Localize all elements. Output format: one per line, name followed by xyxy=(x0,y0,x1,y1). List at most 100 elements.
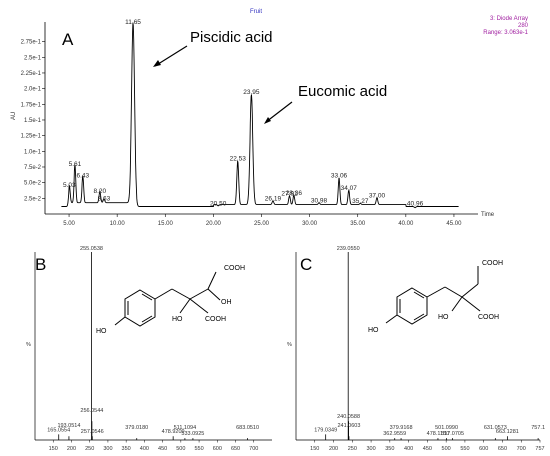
x-tick-label: 600 xyxy=(479,446,488,452)
y-tick-label: 2.75e-1 xyxy=(21,40,42,46)
x-tick-label: 400 xyxy=(404,446,413,452)
cooh-label-c2: COOH xyxy=(478,314,499,321)
ho-label-c: HO xyxy=(438,314,449,321)
x-tick-label: 300 xyxy=(366,446,375,452)
x-tick-label: 757 xyxy=(535,446,544,452)
peak-label: 20.50 xyxy=(210,201,227,208)
detector-label: 3: Diode Array xyxy=(490,16,528,22)
oh-label-b: OH xyxy=(221,299,232,306)
ms-peak-label: 663.1281 xyxy=(496,429,519,435)
ms-peak-label: 478.1150 xyxy=(427,431,450,437)
x-tick-label: 20.00 xyxy=(206,221,222,227)
x-tick-label: 500 xyxy=(442,446,451,452)
x-tick-label: 350 xyxy=(385,446,394,452)
x-tick-label: 450 xyxy=(423,446,432,452)
eucomic-arrow xyxy=(265,101,293,123)
ms-peak-label: 193.0514 xyxy=(57,423,80,429)
cooh-label-b2: COOH xyxy=(205,316,226,323)
eucomic-acid-label: Eucomic acid xyxy=(298,83,387,100)
peak-label: 11.65 xyxy=(125,19,141,26)
y-tick-label: 1.5e-1 xyxy=(24,118,42,124)
peak-label: 5.61 xyxy=(69,161,82,168)
y-tick-label: 1.0e-1 xyxy=(24,149,42,155)
x-tick-label: 150 xyxy=(49,446,58,452)
x-tick-label: 650 xyxy=(231,446,240,452)
ms-peak-label: 362.9559 xyxy=(383,431,406,437)
ms-peak-label: 255.0538 xyxy=(80,246,103,252)
range-label: Range: 3.063e-1 xyxy=(483,30,528,36)
peak-label: 28.36 xyxy=(286,190,303,197)
piscidic-acid-label: Piscidic acid xyxy=(190,29,273,46)
x-tick-label: 5.00 xyxy=(63,221,75,227)
ms-peak-label: 240.0588 xyxy=(337,414,360,420)
chromatogram-chart: 2.5e-25.0e-27.5e-21.0e-11.25e-11.5e-11.7… xyxy=(11,19,495,227)
ms-peak-label: 241.0603 xyxy=(337,423,360,429)
cooh-label-c1: COOH xyxy=(482,260,503,267)
x-tick-label: 400 xyxy=(140,446,149,452)
peak-label: 37.00 xyxy=(369,193,386,200)
y-tick-label: 5.0e-2 xyxy=(24,181,42,187)
ms-peak-label: 478.9209 xyxy=(162,429,185,435)
ms-peak-label: 256.0544 xyxy=(80,408,103,414)
ms-peak-label: 511.1094 xyxy=(174,425,197,431)
panel-label-a: A xyxy=(62,30,74,49)
peak-label: 35.27 xyxy=(352,198,369,205)
piscidic-arrow xyxy=(154,45,188,67)
x-tick-label: 150 xyxy=(310,446,319,452)
x-tick-label: 250 xyxy=(348,446,357,452)
y-axis-title: % xyxy=(26,342,31,348)
peak-label: 40.96 xyxy=(407,201,424,208)
ms-peak-label: 379.0180 xyxy=(125,425,148,431)
figure-title: Fruit xyxy=(250,9,262,15)
x-tick-label: 550 xyxy=(460,446,469,452)
y-axis-title: AU xyxy=(11,112,17,120)
eucomic-acid-structure xyxy=(385,266,481,325)
ms-peak-label: 517.0705 xyxy=(441,431,464,437)
eucomic-arrowhead xyxy=(264,117,271,124)
panel-label-b: B xyxy=(35,255,46,274)
y-tick-label: 1.25e-1 xyxy=(21,134,42,140)
ho-label-c-ring: HO xyxy=(368,327,379,334)
peak-label: 30.98 xyxy=(311,198,328,205)
x-tick-label: 10.00 xyxy=(110,221,126,227)
x-tick-label: 300 xyxy=(103,446,112,452)
y-tick-label: 2.5e-1 xyxy=(24,55,42,61)
x-tick-label: 500 xyxy=(176,446,185,452)
peak-label: 22.53 xyxy=(230,156,247,163)
ms-peak-label: 179.0349 xyxy=(314,427,337,433)
peak-label: 26.19 xyxy=(265,196,282,203)
x-tick-label: 550 xyxy=(194,446,203,452)
ho-label-b: HO xyxy=(172,316,183,323)
x-tick-label: 450 xyxy=(158,446,167,452)
x-tick-label: 200 xyxy=(67,446,76,452)
chromatogram-trace xyxy=(61,22,459,209)
y-tick-label: 2.25e-1 xyxy=(21,71,42,77)
ms-peak-label: 257.0546 xyxy=(81,429,104,435)
y-axis-title: % xyxy=(287,342,292,348)
peak-label: 8.63 xyxy=(98,196,111,203)
x-tick-label: 45.00 xyxy=(446,221,462,227)
peak-label: 34.07 xyxy=(341,185,358,192)
ms-peak-label: 533.0925 xyxy=(181,431,204,437)
x-tick-label: 350 xyxy=(122,446,131,452)
ms-peak-label: 239.0550 xyxy=(337,246,360,252)
ho-label-b-ring: HO xyxy=(96,328,107,335)
y-tick-label: 2.0e-1 xyxy=(24,87,42,93)
panel-label-c: C xyxy=(300,255,312,274)
peak-label: 5.03 xyxy=(63,182,76,189)
piscidic-arrowhead xyxy=(153,60,161,67)
x-axis-title: Time xyxy=(481,212,495,218)
cooh-label-b1: COOH xyxy=(224,265,245,272)
x-tick-label: 200 xyxy=(329,446,338,452)
x-tick-label: 30.00 xyxy=(302,221,318,227)
ms-peak-label: 379.9168 xyxy=(390,425,413,431)
x-tick-label: 600 xyxy=(213,446,222,452)
x-tick-label: 700 xyxy=(517,446,526,452)
peak-label: 23.95 xyxy=(243,89,260,96)
ms-peak-label: 631.0573 xyxy=(484,425,507,431)
y-tick-label: 2.5e-2 xyxy=(24,196,42,202)
x-tick-label: 250 xyxy=(85,446,94,452)
x-tick-label: 35.00 xyxy=(350,221,366,227)
